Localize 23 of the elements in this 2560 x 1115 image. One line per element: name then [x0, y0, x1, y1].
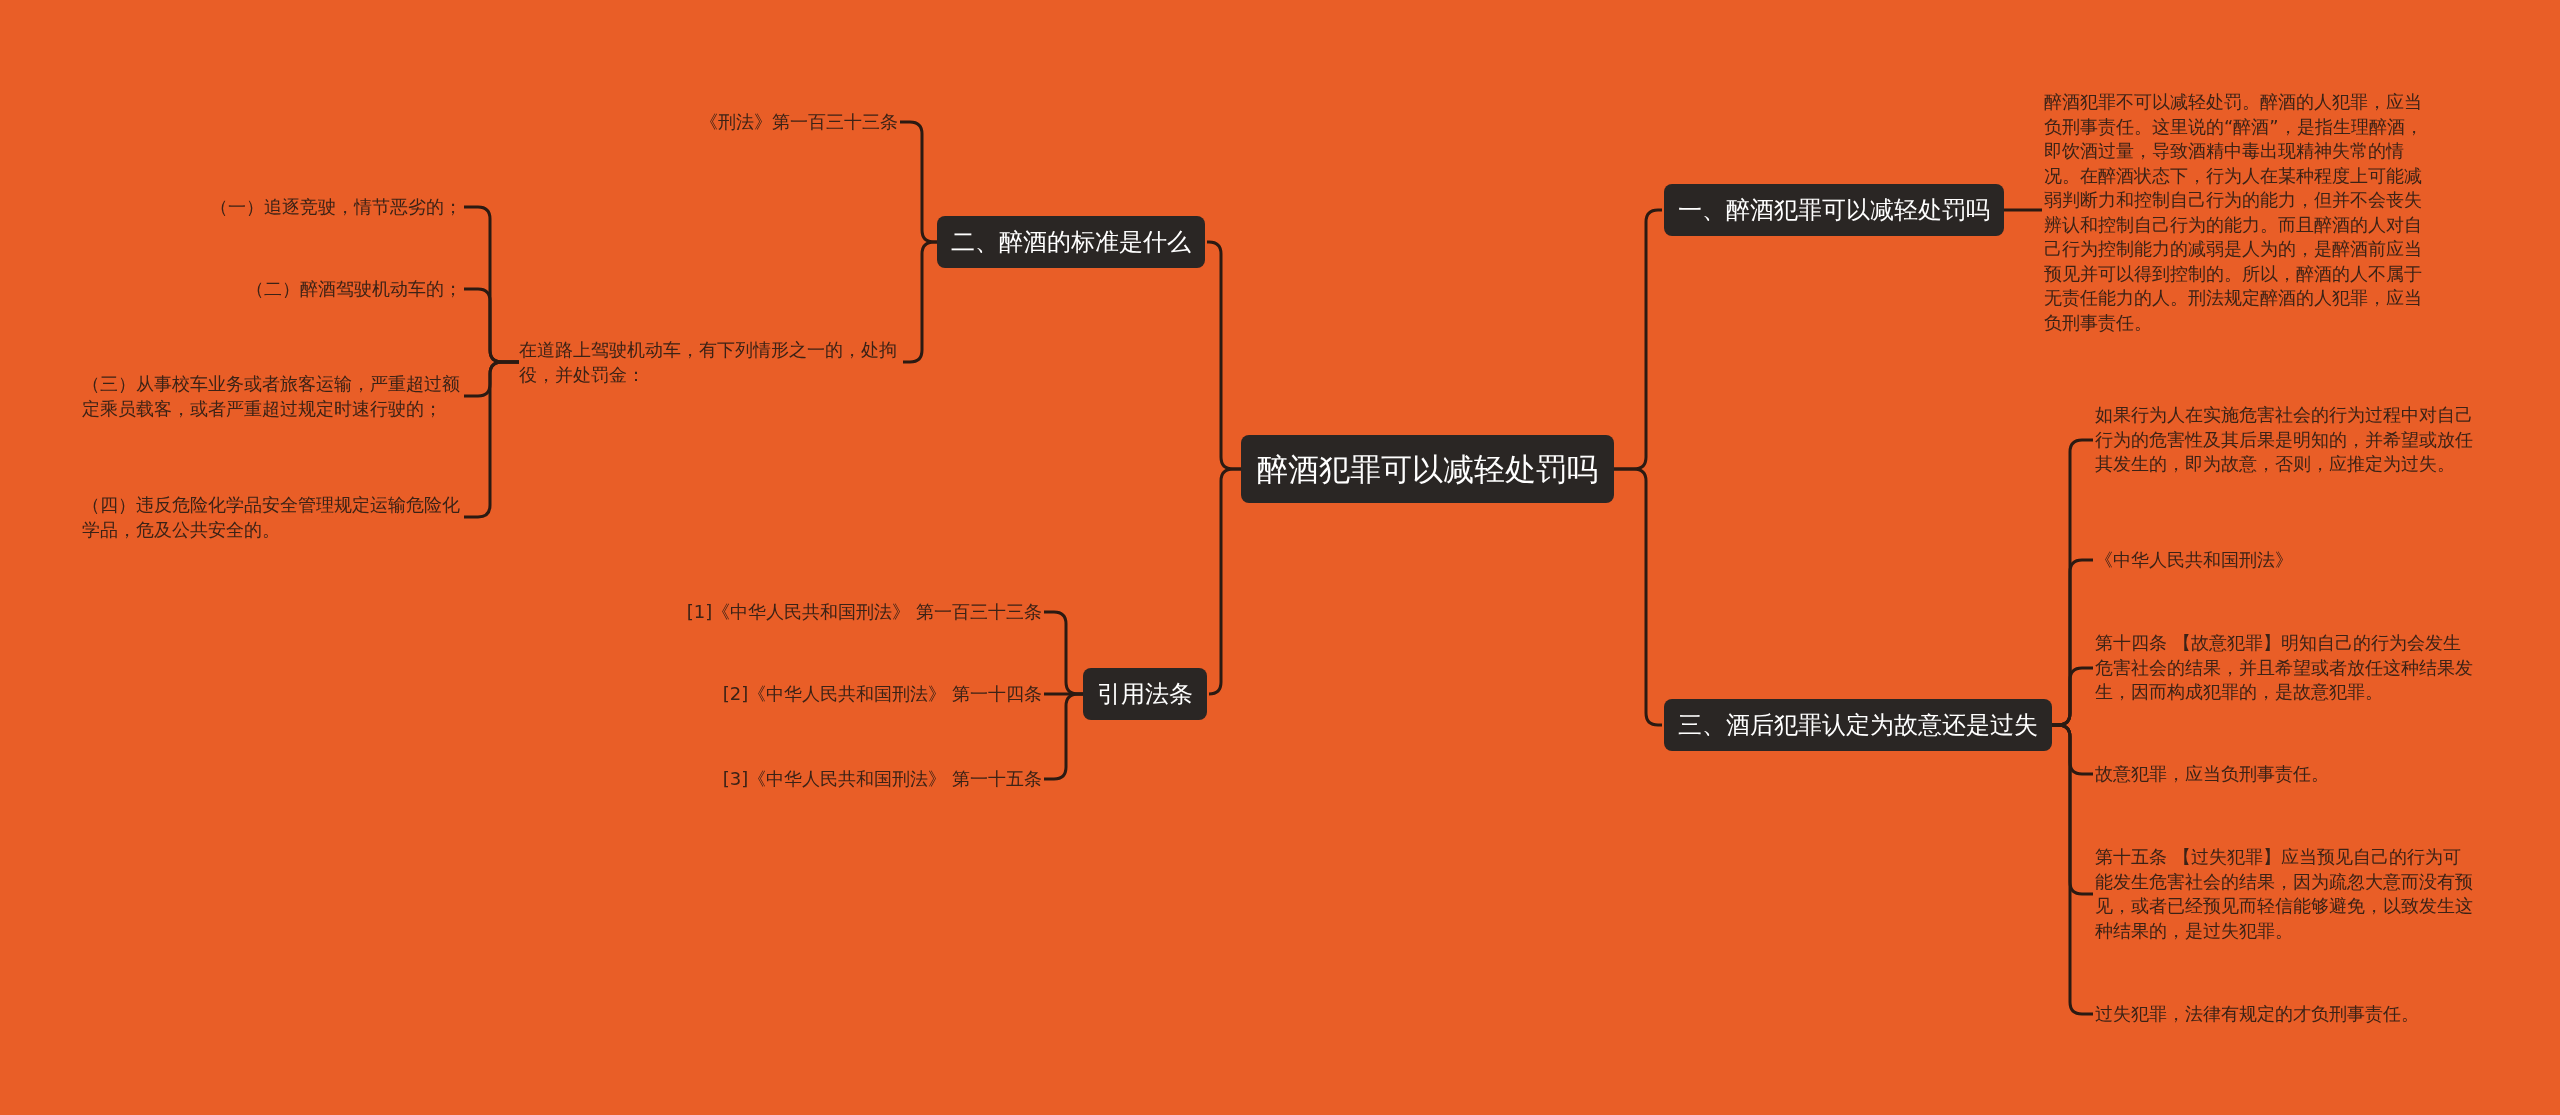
note-text: [2]《中华人民共和国刑法》 第一十四条: [722, 681, 1042, 707]
note-text: （二）醉酒驾驶机动车的；: [246, 276, 462, 302]
note-text: 在道路上驾驶机动车，有下列情形之一的，处拘役，并处罚金：: [519, 337, 901, 387]
note-text: [3]《中华人民共和国刑法》 第一十五条: [722, 766, 1042, 792]
topic-box: 引用法条: [1083, 668, 1207, 720]
note-text: （四）违反危险化学品安全管理规定运输危险化学品，危及公共安全的。: [82, 492, 462, 542]
note-text: 如果行为人在实施危害社会的行为过程中对自己行为的危害性及其后果是明知的，并希望或放任其发生的，即为故意，否则，应推定为过失。: [2095, 403, 2475, 477]
topic-box: 二、醉酒的标准是什么: [937, 216, 1205, 268]
topic-box: 一、醉酒犯罪可以减轻处罚吗: [1664, 184, 2004, 236]
note-text: 故意犯罪，应当负刑事责任。: [2095, 761, 2329, 787]
note-text: 第十四条 【故意犯罪】明知自己的行为会发生危害社会的结果，并且希望或者放任这种结果发生，因而构成犯罪的，是故意犯罪。: [2095, 631, 2475, 705]
note-text: [1]《中华人民共和国刑法》 第一百三十三条: [686, 599, 1042, 625]
connector-line: [2004, 208, 2042, 212]
note-text: 《中华人民共和国刑法》: [2095, 547, 2293, 573]
connector-line: [1207, 467, 1241, 696]
note-text: 《刑法》第一百三十三条: [700, 109, 898, 135]
note-text: 第十五条 【过失犯罪】应当预见自己的行为可能发生危害社会的结果，因为疏忽大意而没有预见，或者已经预见而轻信能够避免，以致发生这种结果的，是过失犯罪。: [2095, 845, 2475, 943]
note-text: （三）从事校车业务或者旅客运输，严重超过额定乘员载客，或者严重超过规定时速行驶的；: [82, 371, 462, 421]
note-text: 醉酒犯罪不可以减轻处罚。醉酒的人犯罪，应当负刑事责任。这里说的“醉酒”，是指生理醉酒，即饮酒过量，导致酒精中毒出现精神失常的情况。在醉酒状态下，行为人在某种程度上可能减弱判断力和控制自己行为的能力，但并不会丧失辨认和控制自己行为的能力。而且醉酒的人对自己行为控制能力的减弱是人为的，是醉酒前应当预见并可以得到控制的。所以，醉酒的人不属于无责任能力的人。刑法规定醉酒的人犯罪，应当负刑事责任。: [2044, 89, 2436, 335]
note-text: 过失犯罪，法律有规定的才负刑事责任。: [2095, 1001, 2419, 1027]
central-topic-box: 醉酒犯罪可以减轻处罚吗: [1241, 435, 1614, 503]
topic-box: 三、酒后犯罪认定为故意还是过失: [1664, 699, 2052, 751]
note-text: （一）追逐竞驶，情节恶劣的；: [210, 194, 462, 220]
